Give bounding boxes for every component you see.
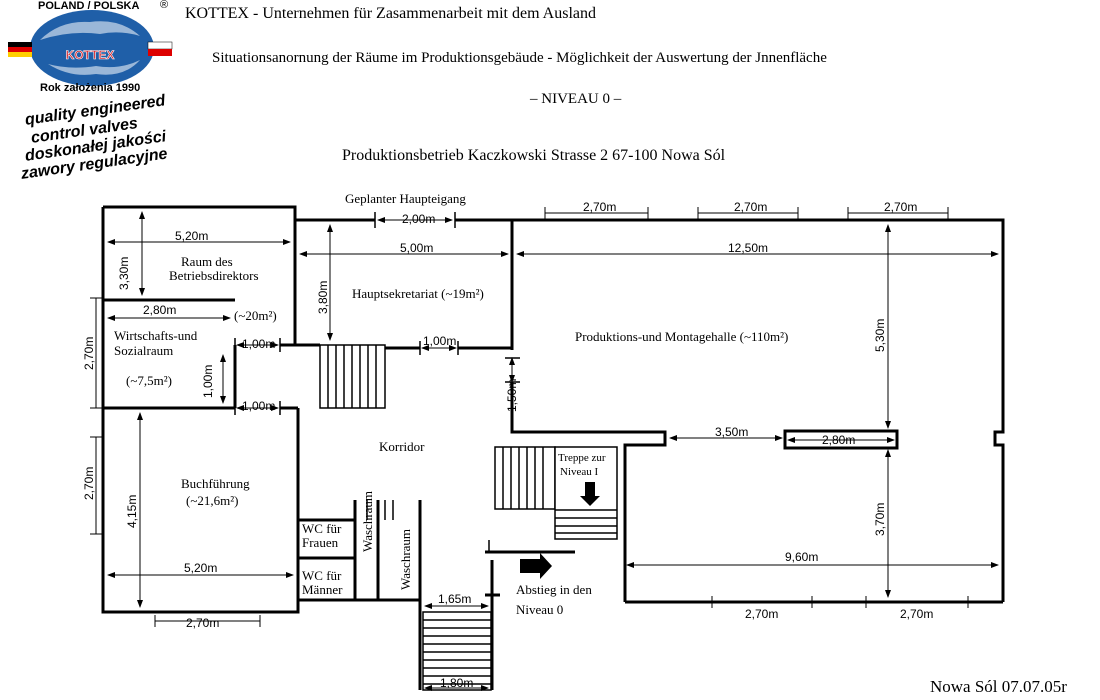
dim-window-3: 2,70m — [884, 200, 917, 214]
stairs-corridor — [319, 344, 386, 409]
dim-stair-bottom: 1,80m — [440, 676, 473, 690]
director-room-label-1: Raum des — [181, 254, 233, 269]
dim-director-width: 5,20m — [175, 229, 208, 243]
wc-men-label-2: Männer — [302, 582, 343, 597]
accounting-label: Buchführung — [181, 476, 250, 491]
dim-pillar-width: 2,80m — [822, 433, 855, 447]
dim-social-width: 2,80m — [143, 303, 176, 317]
dim-door-social-bottom: 1,00m — [242, 399, 275, 413]
company-heading: KOTTEX - Unternehmen für Zasammenarbeit … — [185, 5, 596, 22]
dimension-lines — [90, 207, 999, 691]
globe-logo-icon: KOTTEX — [8, 10, 173, 86]
dim-window-1: 2,70m — [583, 200, 616, 214]
dim-secretariat-height: 3,80m — [316, 281, 330, 314]
kottex-logo: KOTTEX POLAND / POLSKA ® Rok założenia 1… — [0, 0, 180, 190]
entrance-label: Geplanter Haupteigang — [345, 191, 466, 206]
dim-hall-bottom-window-2: 2,70m — [900, 607, 933, 621]
dim-hall-lower-width: 9,60m — [785, 550, 818, 564]
corridor-label: Korridor — [379, 439, 425, 454]
logo-brand: KOTTEX — [66, 48, 115, 62]
dim-window-2: 2,70m — [734, 200, 767, 214]
director-room-label-2: Betriebsdirektors — [169, 268, 259, 283]
dim-stair-top: 1,65m — [438, 592, 471, 606]
washroom-label-2: Waschraum — [398, 529, 413, 590]
arrow-right-icon — [520, 553, 552, 579]
stairs-descent — [422, 611, 492, 691]
dim-accounting-bottom-window: 2,70m — [186, 616, 219, 630]
dim-hall-width: 12,50m — [728, 241, 768, 255]
level-label: – NIVEAU 0 – — [530, 91, 622, 107]
social-room-label-2: Sozialraum — [114, 343, 173, 358]
arrow-down-icon — [580, 482, 600, 506]
logo-founded: Rok założenia 1990 — [40, 82, 141, 94]
stairs-to-level-one — [494, 446, 618, 540]
social-room-area: (~7,5m²) — [126, 373, 172, 388]
wc-men-label-1: WC für — [302, 568, 342, 583]
director-room-area: (~20m²) — [234, 308, 277, 323]
dim-hall-height-lower: 3,70m — [873, 503, 887, 536]
logo-top-text: POLAND / POLSKA — [38, 0, 140, 12]
plan-title: Situationsanornung der Räume im Produkti… — [212, 50, 827, 66]
registered-mark: ® — [160, 0, 169, 11]
room-labels: Geplanter Haupteigang Raum des Betriebsd… — [114, 191, 788, 617]
dimension-labels: 5,20m 3,30m 2,00m 5,00m 12,50m 2,70m 2,7… — [82, 200, 933, 690]
dim-accounting-width: 5,20m — [184, 561, 217, 575]
walls — [101, 205, 1005, 690]
wc-women-label-2: Frauen — [302, 535, 339, 550]
dim-door-social-top: 1,00m — [242, 337, 275, 351]
descent-label-2: Niveau 0 — [516, 602, 563, 617]
wc-women-label-1: WC für — [302, 521, 342, 536]
dim-secretariat-width: 5,00m — [400, 241, 433, 255]
dim-entrance-width: 2,00m — [402, 212, 435, 226]
dim-hall-inner-width: 3,50m — [715, 425, 748, 439]
dim-door-vertical: 1,00m — [201, 365, 215, 398]
washroom-label-1: Waschraum — [360, 491, 375, 552]
stairs-up-label-1: Treppe zur — [558, 452, 606, 464]
dim-hall-bottom-window-1: 2,70m — [745, 607, 778, 621]
footer-date: Nowa Sól 07.07.05r — [930, 677, 1067, 696]
secretariat-label: Hauptsekretariat (~19m²) — [352, 286, 484, 301]
dim-accounting-height: 4,15m — [125, 495, 139, 528]
dim-hall-door: 1,50m — [505, 379, 519, 412]
accounting-area: (~21,6m²) — [186, 493, 238, 508]
hall-label: Produktions-und Montagehalle (~110m²) — [575, 329, 788, 344]
dim-door-secretariat: 1,00m — [423, 334, 456, 348]
dim-social-height: 2,70m — [82, 337, 96, 370]
dim-hall-height-upper: 5,30m — [873, 319, 887, 352]
descent-label-1: Abstieg in den — [516, 582, 592, 597]
dim-director-height: 3,30m — [117, 257, 131, 290]
dim-accounting-window: 2,70m — [82, 467, 96, 500]
social-room-label-1: Wirtschafts-und — [114, 328, 198, 343]
stairs-up-label-2: Niveau I — [560, 466, 599, 478]
address-line: Produktionsbetrieb Kaczkowski Strasse 2 … — [342, 147, 726, 164]
